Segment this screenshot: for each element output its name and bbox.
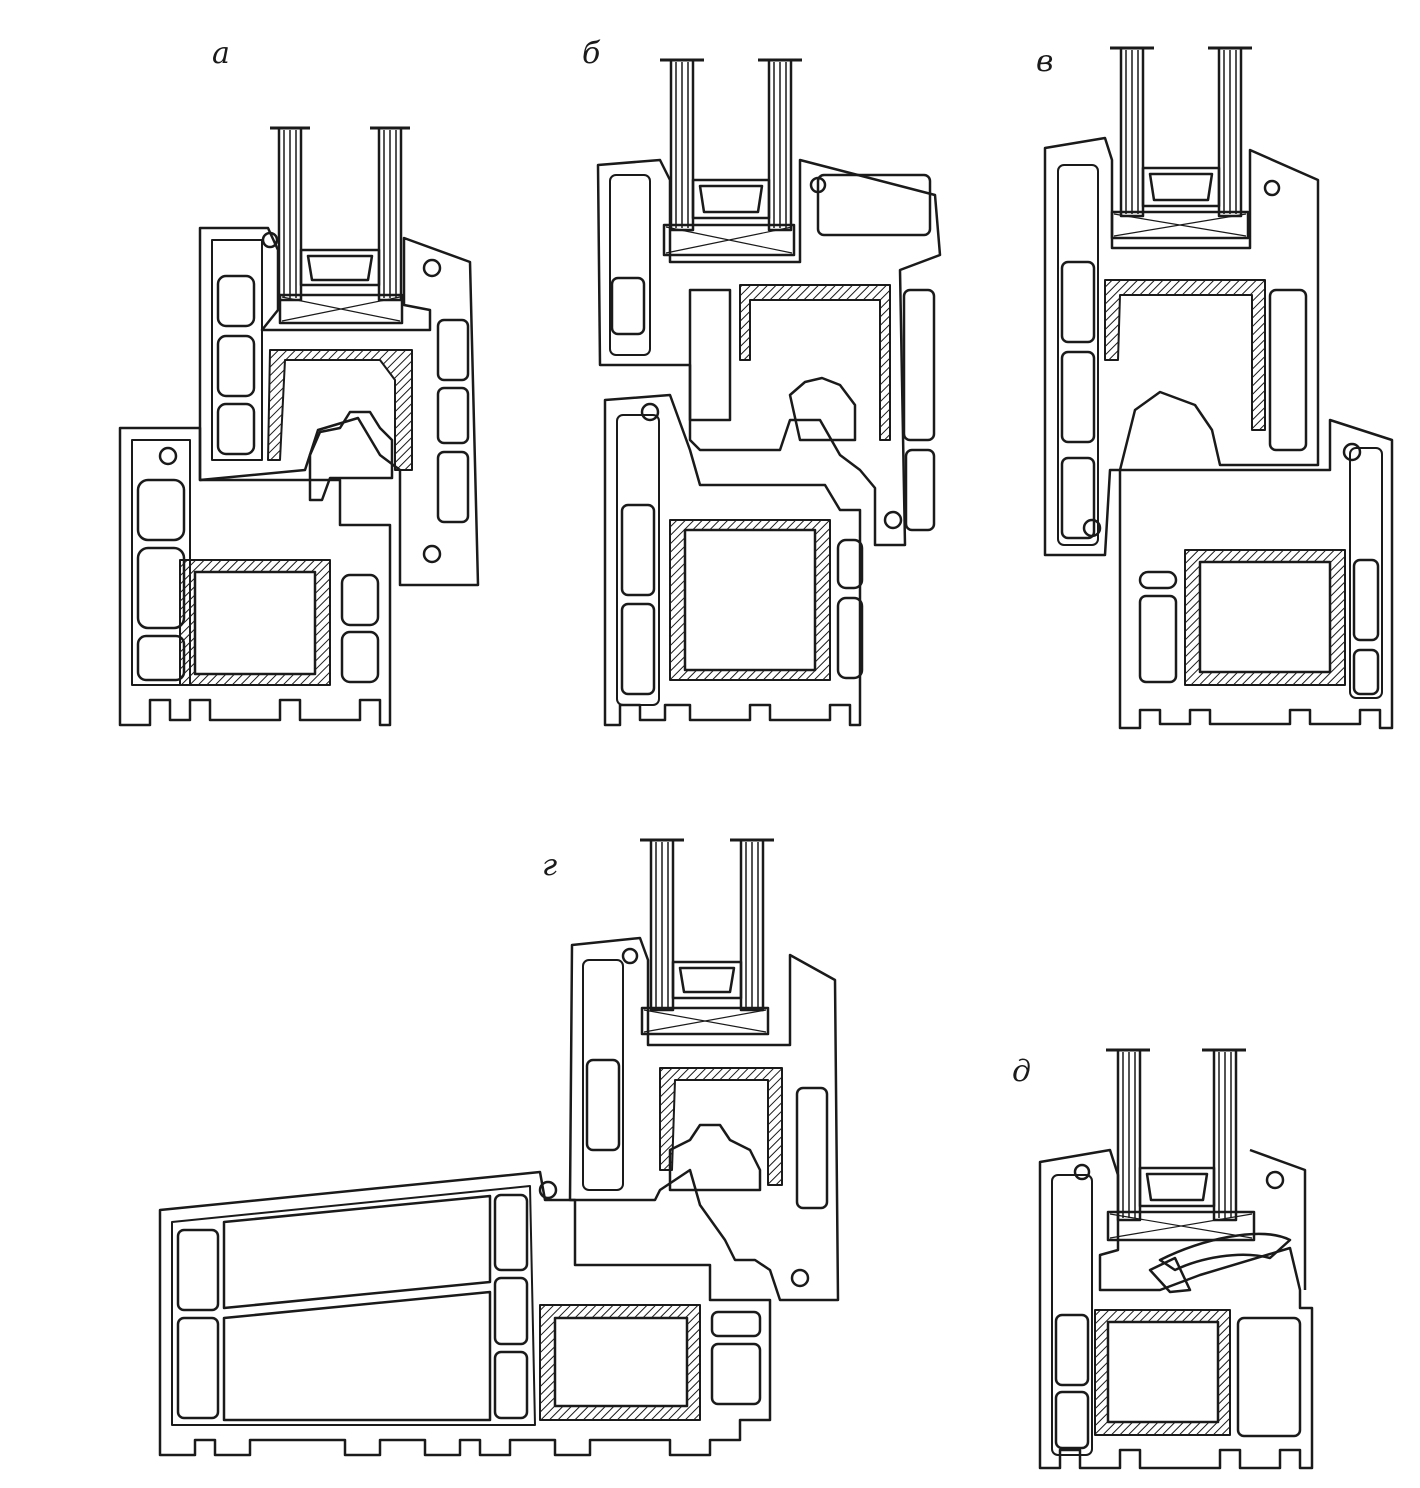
panel-g-section bbox=[158, 838, 840, 1457]
panel-a-section bbox=[118, 126, 480, 727]
panel-label-g: г bbox=[542, 848, 558, 883]
panel-v-glass bbox=[1110, 46, 1252, 218]
panel-d-section bbox=[1038, 1048, 1314, 1470]
panel-a-glass bbox=[270, 126, 410, 302]
panel-label-d: д bbox=[1012, 1054, 1032, 1089]
panel-g-glass bbox=[640, 838, 774, 1012]
panel-d-glass bbox=[1106, 1048, 1246, 1222]
panel-label-a: а bbox=[212, 36, 230, 71]
panel-label-b: б bbox=[582, 36, 601, 71]
panel-b-section bbox=[596, 58, 942, 727]
panel-label-v: в bbox=[1036, 44, 1054, 79]
panel-v-section bbox=[1043, 46, 1394, 730]
panel-b-glass bbox=[660, 58, 802, 232]
